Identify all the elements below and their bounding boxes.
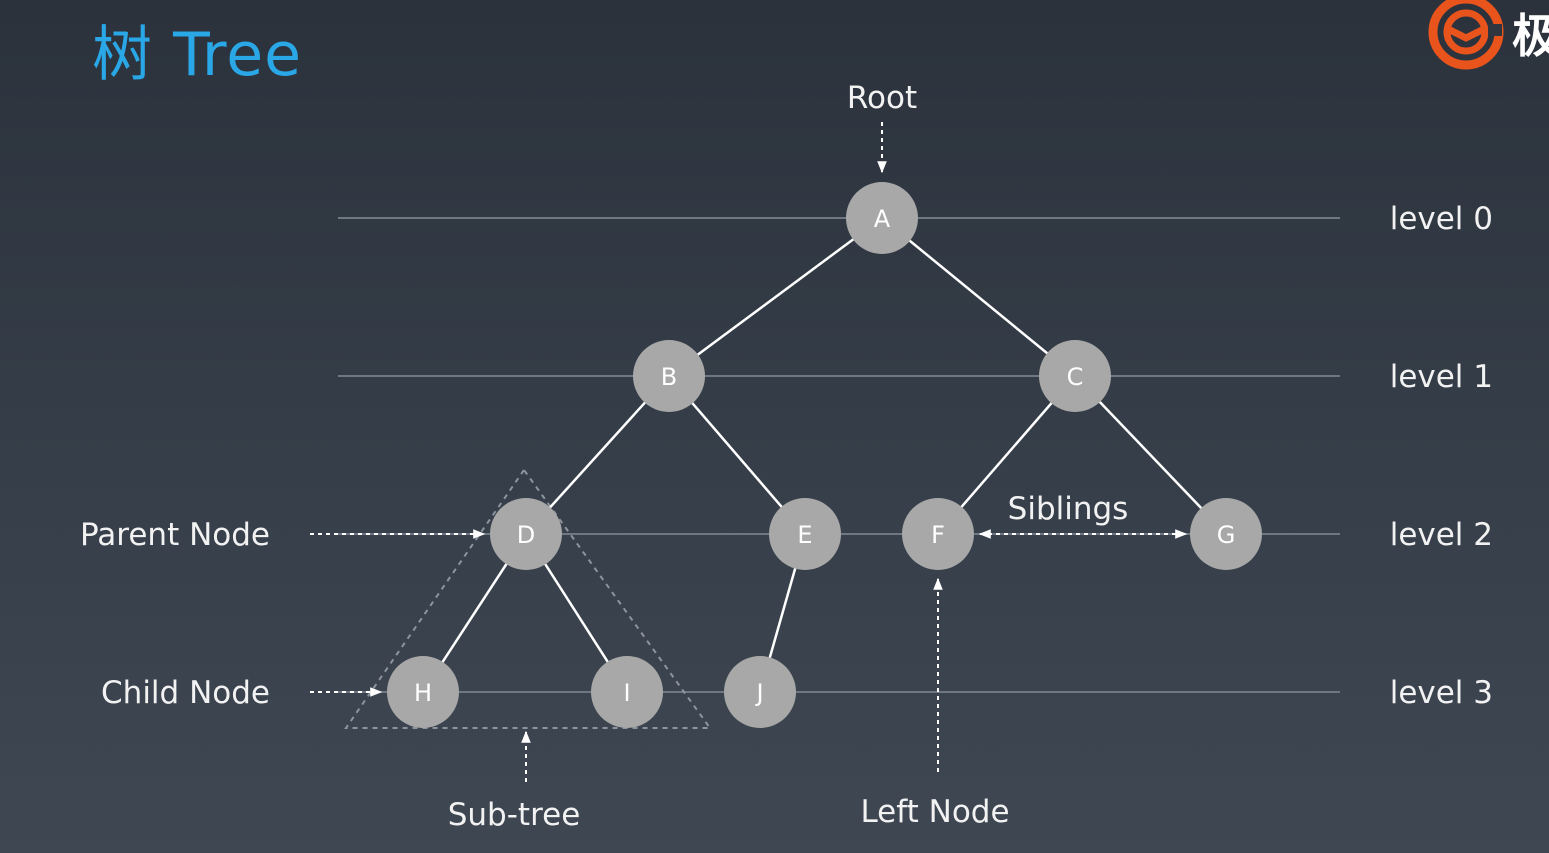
level-label-0: level 0	[1390, 201, 1493, 237]
tree-edges	[421, 216, 1227, 693]
node-label: G	[1217, 521, 1236, 549]
node-f: F	[902, 498, 974, 570]
siblings-label: Siblings	[1008, 491, 1129, 527]
edge-a-c	[881, 217, 1076, 377]
level-label-1: level 1	[1390, 359, 1493, 395]
level-lines	[338, 217, 1340, 693]
node-d: D	[490, 498, 562, 570]
node-label: B	[661, 363, 677, 391]
level-label-2: level 2	[1390, 517, 1493, 553]
page-title: 树 Tree	[92, 20, 303, 90]
node-label: F	[931, 521, 945, 549]
node-label: J	[754, 679, 763, 707]
node-g: G	[1190, 498, 1262, 570]
node-e: E	[769, 498, 841, 570]
node-a: A	[846, 182, 918, 254]
node-label: H	[414, 679, 432, 707]
geekbang-logo-icon	[1428, 0, 1504, 70]
node-h: H	[387, 656, 459, 728]
root-label: Root	[847, 80, 917, 116]
sub-tree-label: Sub-tree	[448, 797, 581, 833]
left-node-label: Left Node	[860, 794, 1009, 830]
child-node-label: Child Node	[101, 675, 270, 711]
level-label-3: level 3	[1390, 675, 1493, 711]
node-label: C	[1067, 363, 1084, 391]
node-label: E	[797, 521, 812, 549]
edge-a-b	[668, 216, 883, 378]
node-label: D	[517, 521, 535, 549]
node-label: I	[623, 679, 630, 707]
node-b: B	[633, 340, 705, 412]
node-label: A	[874, 205, 891, 233]
node-j: J	[724, 656, 796, 728]
edge-c-g	[1074, 375, 1227, 535]
brand-char: 极	[1512, 9, 1549, 63]
annotation-arrows	[310, 122, 1188, 782]
parent-node-label: Parent Node	[80, 517, 270, 553]
tree-nodes: A B C D E F G H	[387, 182, 1262, 728]
node-c: C	[1039, 340, 1111, 412]
node-i: I	[591, 656, 663, 728]
